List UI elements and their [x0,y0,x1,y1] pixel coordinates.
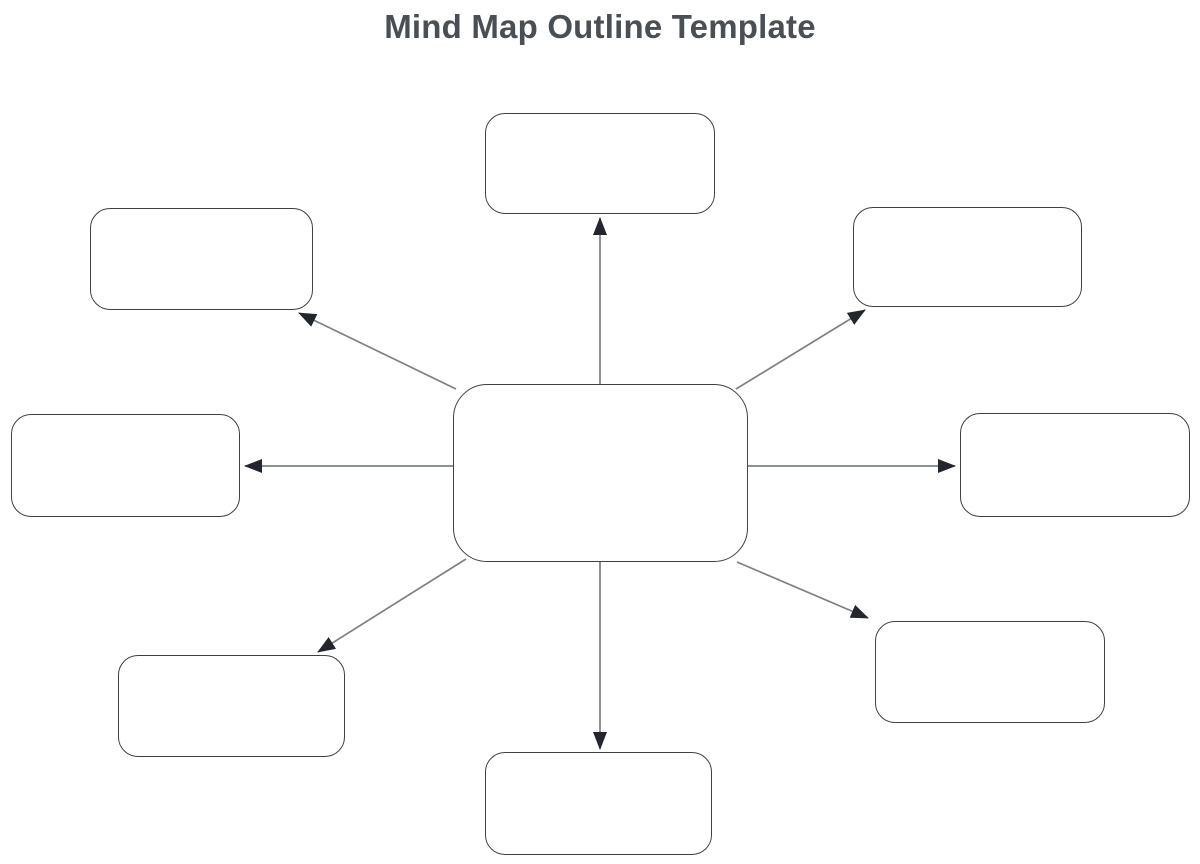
node-branch-lower-right[interactable] [875,621,1105,723]
connector-lower-left [317,558,467,653]
node-branch-bottom[interactable] [485,752,712,855]
node-branch-right[interactable] [960,413,1190,517]
node-central-topic[interactable] [453,384,748,562]
node-label [119,656,344,756]
node-branch-left[interactable] [11,414,240,517]
node-branch-upper-left[interactable] [90,208,313,310]
node-label [12,415,239,516]
page-title: Mind Map Outline Template [384,8,816,45]
connector-lower-right [736,561,869,619]
node-label [454,385,747,561]
node-branch-top[interactable] [485,113,715,214]
node-label [961,414,1189,516]
node-label [854,208,1081,306]
node-branch-upper-right[interactable] [853,207,1082,307]
node-branch-lower-left[interactable] [118,655,345,757]
node-label [486,753,711,854]
node-label [486,114,714,213]
node-label [876,622,1104,722]
connector-upper-right [735,309,866,390]
connector-upper-left [298,312,457,390]
node-label [91,209,312,309]
